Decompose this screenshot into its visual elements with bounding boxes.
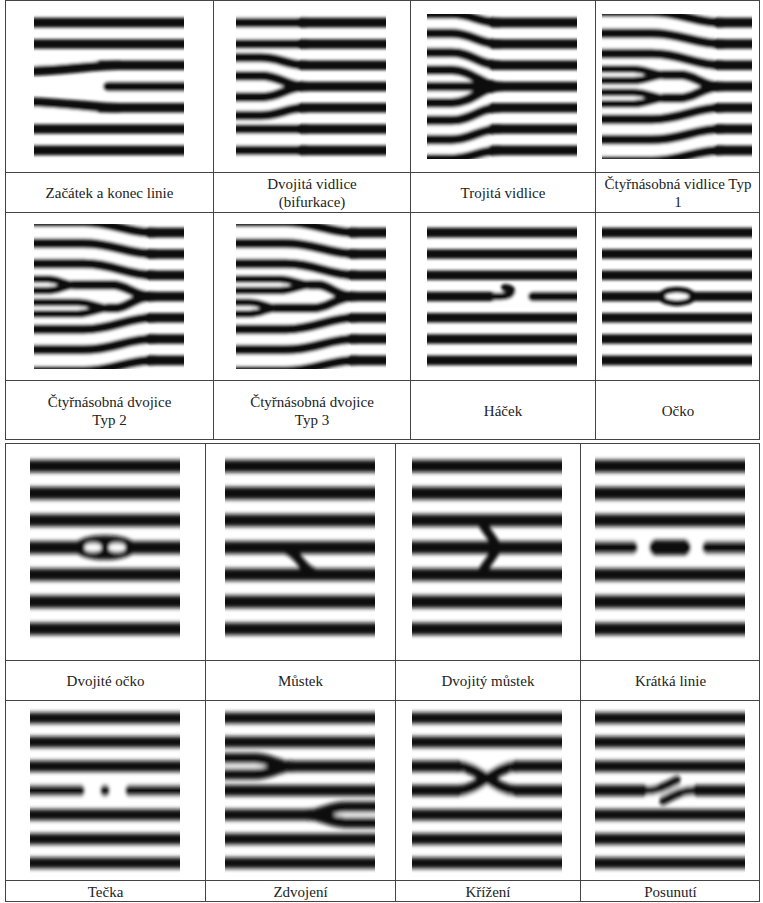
caption-cell: Háček xyxy=(411,381,595,440)
minutia-image xyxy=(236,224,386,369)
caption-text: Posunutí xyxy=(644,883,697,901)
caption-text: Trojitá vidlice xyxy=(461,184,546,202)
minutia-image xyxy=(602,14,752,159)
caption-text: Tečka xyxy=(88,883,124,901)
caption-text: Zdvojení xyxy=(273,883,327,901)
minutia-image xyxy=(595,455,745,640)
caption-text: Čtyřnásobná vidlice Typ 1 xyxy=(603,175,753,211)
caption-text: Čtyřnásobná dvojice Typ 2 xyxy=(35,393,185,429)
minutia-image xyxy=(34,224,184,369)
caption-text: Můstek xyxy=(278,672,323,690)
caption-cell: Můstek xyxy=(206,661,395,700)
caption-cell: Křížení xyxy=(396,881,580,902)
minutia-image xyxy=(225,455,375,640)
minutia-image xyxy=(225,708,375,873)
caption-text: Krátká linie xyxy=(635,672,706,690)
minutia-image xyxy=(412,455,562,640)
caption-cell: Posunutí xyxy=(581,881,760,902)
caption-text: Křížení xyxy=(466,883,511,901)
caption-cell: Dvojitá vidlice (bifurkace) xyxy=(214,173,410,212)
caption-cell: Čtyřnásobná dvojice Typ 3 xyxy=(214,381,410,440)
caption-cell: Tečka xyxy=(6,881,205,902)
caption-cell: Očko xyxy=(596,381,760,440)
caption-text: Dvojitý můstek xyxy=(442,672,535,690)
caption-cell: Dvojité očko xyxy=(6,661,205,700)
minutia-image xyxy=(412,708,562,873)
caption-cell: Trojitá vidlice xyxy=(411,173,595,212)
caption-text: Dvojité očko xyxy=(67,672,145,690)
caption-cell: Zdvojení xyxy=(206,881,395,902)
caption-text: Dvojitá vidlice (bifurkace) xyxy=(247,175,377,211)
minutia-image xyxy=(30,708,180,873)
minutia-image xyxy=(427,224,577,369)
minutia-image xyxy=(30,455,180,640)
caption-cell: Krátká linie xyxy=(581,661,760,700)
caption-cell: Dvojitý můstek xyxy=(396,661,580,700)
minutia-image xyxy=(427,14,577,159)
minutia-image xyxy=(595,708,745,873)
caption-text: Háček xyxy=(484,402,522,420)
caption-text: Začátek a konec linie xyxy=(46,184,174,202)
minutia-image xyxy=(236,14,386,159)
caption-cell: Čtyřnásobná dvojice Typ 2 xyxy=(6,381,213,440)
caption-text: Čtyřnásobná dvojice Typ 3 xyxy=(237,393,387,429)
caption-cell: Čtyřnásobná vidlice Typ 1 xyxy=(596,173,760,212)
caption-cell: Začátek a konec linie xyxy=(6,173,213,212)
caption-text: Očko xyxy=(662,402,695,420)
minutia-image xyxy=(34,14,184,159)
minutia-image xyxy=(602,224,752,369)
